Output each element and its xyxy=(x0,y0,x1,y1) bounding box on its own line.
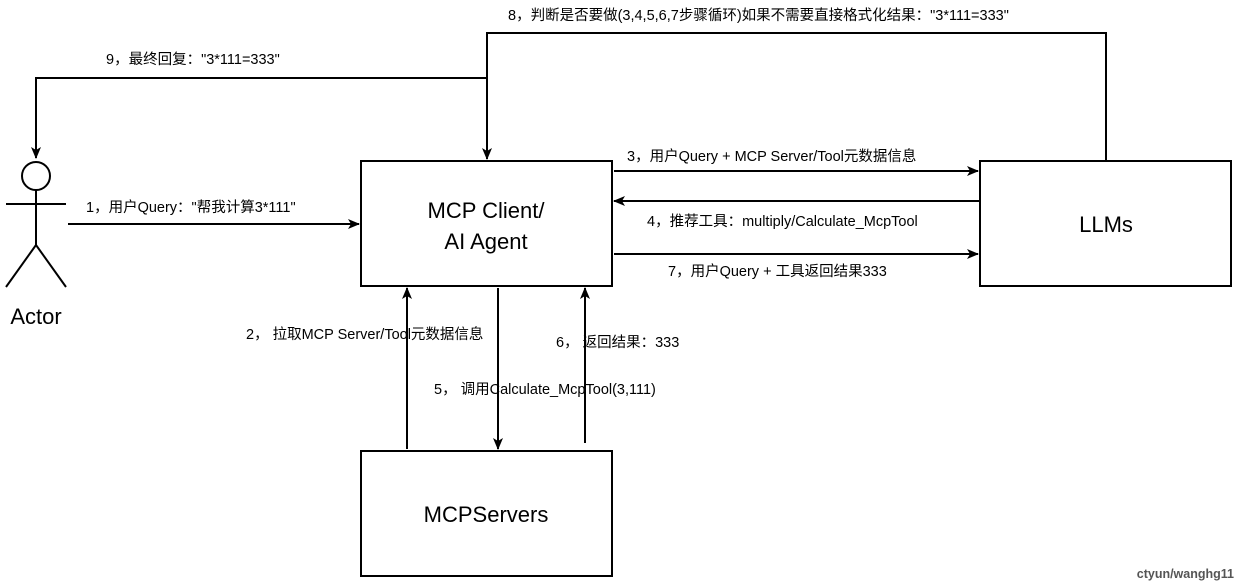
edge-2-label: 2， 拉取MCP Server/Tool元数据信息 xyxy=(246,326,483,343)
edge-9-arrow xyxy=(31,77,487,159)
mcp-client-label-line1: MCP Client/ xyxy=(428,198,546,223)
edge-8-label: 8，判断是否要做(3,4,5,6,7步骤循环)如果不需要直接格式化结果："3*1… xyxy=(508,7,1009,24)
llms-box xyxy=(979,160,1232,287)
edge-8-arrow xyxy=(482,32,1107,160)
edge-7-label: 7，用户Query + 工具返回结果333 xyxy=(668,263,887,280)
actor-figure xyxy=(5,161,67,288)
actor-label: Actor xyxy=(10,304,61,329)
mcp-servers-label: MCPServers xyxy=(424,502,549,527)
edge-3-label: 3，用户Query + MCP Server/Tool元数据信息 xyxy=(627,148,916,165)
mcp-servers-box xyxy=(360,450,613,577)
edge-1-label: 1，用户Query："帮我计算3*111" xyxy=(86,199,296,216)
edge-4-label: 4，推荐工具：multiply/Calculate_McpTool xyxy=(647,213,918,230)
mcp-client-label-line2: AI Agent xyxy=(444,229,527,254)
edge-9-label: 9，最终回复："3*111=333" xyxy=(106,50,280,68)
edge-6-label: 6， 返回结果：333 xyxy=(556,334,679,351)
mcp-client-box xyxy=(360,160,613,287)
edge-5-label: 5， 调用Calculate_McpTool(3,111) xyxy=(434,381,656,398)
llms-label: LLMs xyxy=(1079,212,1133,237)
watermark: ctyun/wanghg11 xyxy=(1137,567,1234,581)
